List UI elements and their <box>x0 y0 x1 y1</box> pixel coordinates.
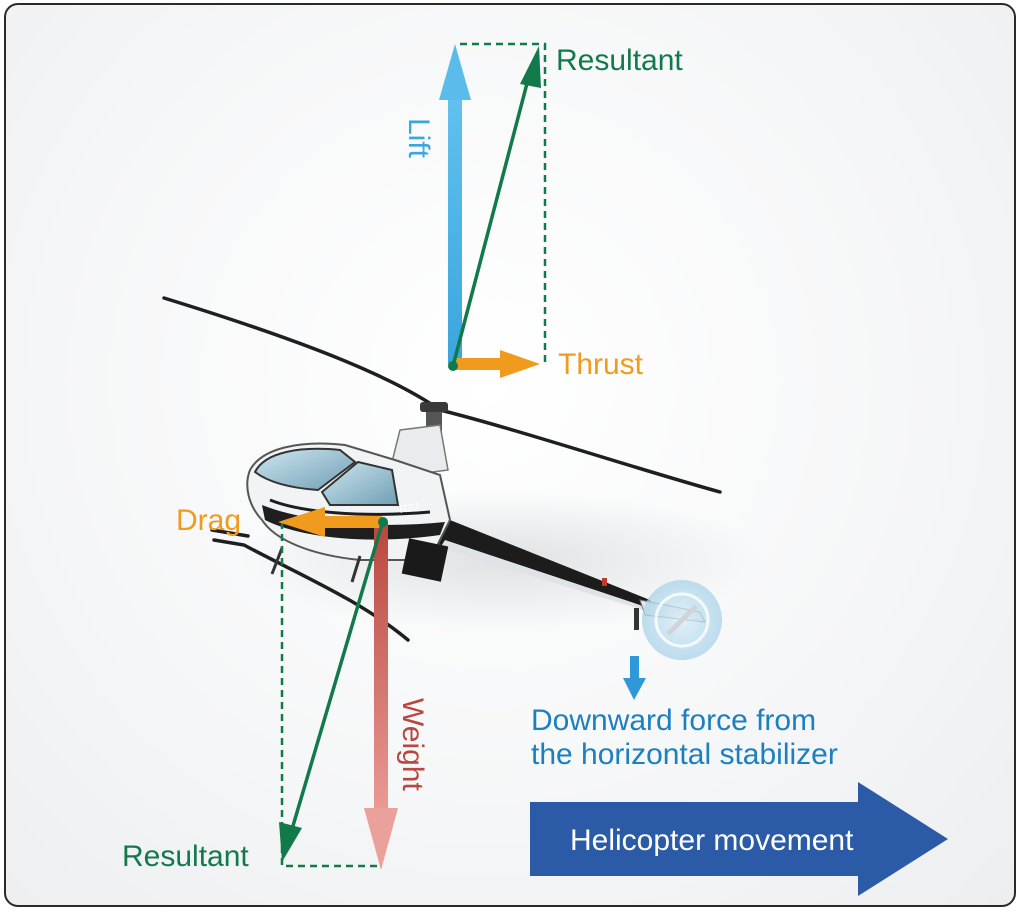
thrust-arrow-shaft <box>455 358 505 370</box>
weight-arrow-shaft <box>374 522 388 812</box>
drag-arrow-shaft <box>320 516 382 528</box>
downward-force-label-line1: Downward force from <box>531 704 816 737</box>
bottom-force-diagram <box>278 507 398 870</box>
weight-arrow-head <box>364 808 398 870</box>
bottom-resultant-arrow-shaft <box>288 523 384 837</box>
model-marking: R22 <box>399 501 421 516</box>
skid-struts <box>270 547 362 583</box>
front-windshield <box>253 447 357 492</box>
movement-label: Helicopter movement <box>570 824 854 857</box>
lift-arrow-head <box>439 44 471 100</box>
downward-force-indicator <box>623 656 646 700</box>
downward-force-label-line2: the horizontal stabilizer <box>531 738 838 771</box>
tail-light <box>602 578 607 586</box>
top-resultant-arrow-shaft <box>451 71 532 367</box>
movement-arrow <box>530 782 948 896</box>
bottom-parallelogram-dashes <box>280 522 382 868</box>
bottom-resultant-arrow-head <box>279 822 302 862</box>
drag-arrow-head <box>278 507 325 537</box>
tail-boom <box>425 512 655 612</box>
skid-front-tip <box>210 528 250 538</box>
tail-rotor-ring <box>654 592 710 648</box>
rotor-hub <box>420 402 448 412</box>
resultant-top-label: Resultant <box>556 44 683 77</box>
cabin-pinstripe <box>269 498 431 516</box>
downward-arrow-head <box>623 678 646 700</box>
top-force-origin <box>448 361 458 371</box>
top-resultant-arrow-head <box>520 46 541 88</box>
left-skid <box>212 538 410 642</box>
tail-skid <box>634 608 639 630</box>
tail-rotor-blade <box>666 604 698 636</box>
lift-arrow-shaft <box>448 92 462 364</box>
tail-boom-underside <box>440 540 650 612</box>
top-force-diagram <box>439 42 547 378</box>
thrust-label: Thrust <box>558 348 644 381</box>
bottom-force-origin <box>378 517 388 527</box>
lift-label: Lift <box>402 118 435 159</box>
engine-block <box>401 538 449 582</box>
thrust-arrow-head <box>500 350 540 378</box>
top-parallelogram-dashes <box>460 42 547 364</box>
weight-label: Weight <box>396 698 429 791</box>
side-window <box>320 460 400 506</box>
downward-arrow-shaft <box>630 656 639 680</box>
resultant-bottom-label: Resultant <box>122 840 249 873</box>
drag-label: Drag <box>176 504 241 537</box>
